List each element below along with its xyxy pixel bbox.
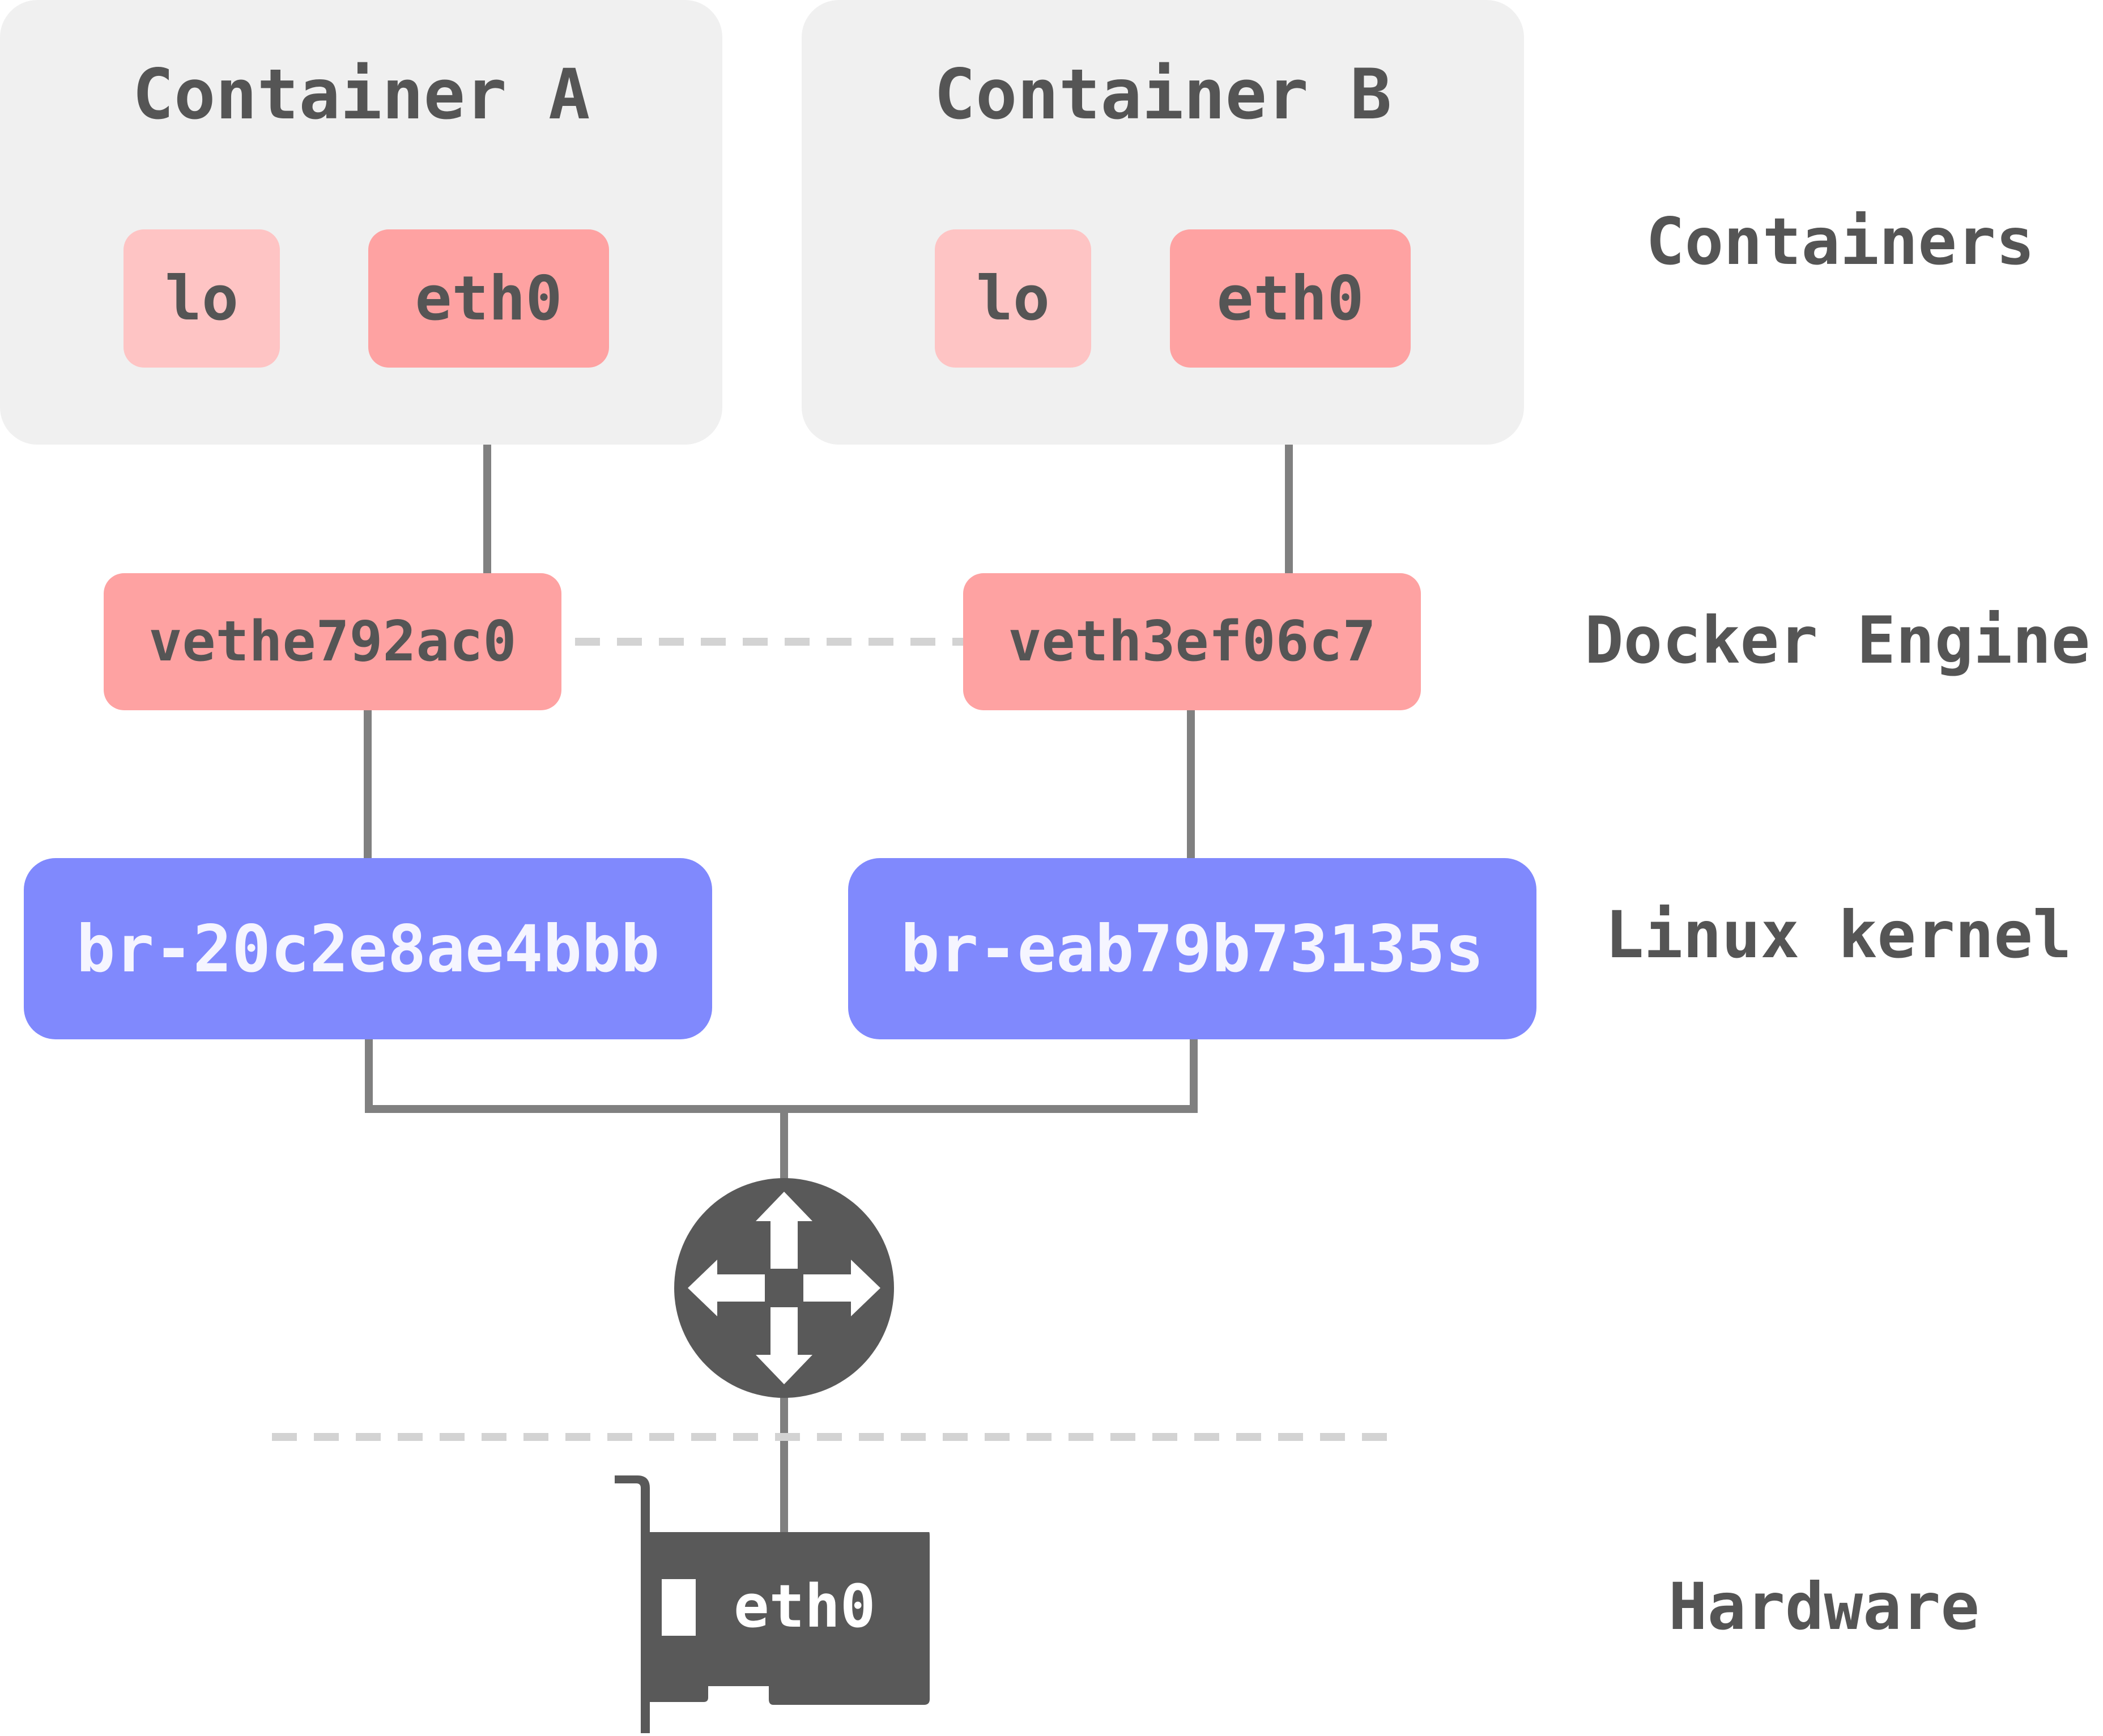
- container-b-eth0-interface: eth0: [1170, 229, 1411, 368]
- veth-b: veth3ef06c7: [963, 573, 1421, 710]
- hardware-eth0-label: eth0: [734, 1572, 876, 1641]
- container-a-eth0-interface: eth0: [368, 229, 609, 368]
- layer-label-linux-kernel: Linux kernel: [1605, 897, 2072, 972]
- container-b-lo-interface: lo: [935, 229, 1091, 368]
- layer-label-docker-engine: Docker Engine: [1585, 603, 2091, 678]
- container-a-title: Container A: [132, 54, 590, 135]
- bridge-b: br-eab79b73135s: [848, 858, 1536, 1039]
- container-b-box: Container B: [802, 0, 1524, 445]
- container-b-title: Container B: [934, 54, 1392, 135]
- bridge-a: br-20c2e8ae4bbb: [24, 858, 712, 1039]
- layer-label-hardware: Hardware: [1668, 1569, 1980, 1644]
- veth-a: vethe792ac0: [104, 573, 561, 710]
- container-a-box: Container A: [0, 0, 722, 445]
- container-a-lo-interface: lo: [124, 229, 280, 368]
- network-card-icon: [615, 1475, 930, 1733]
- router-icon: [674, 1178, 894, 1398]
- layer-label-containers: Containers: [1646, 204, 2035, 279]
- link-bridges-to-router: [365, 1037, 1198, 1113]
